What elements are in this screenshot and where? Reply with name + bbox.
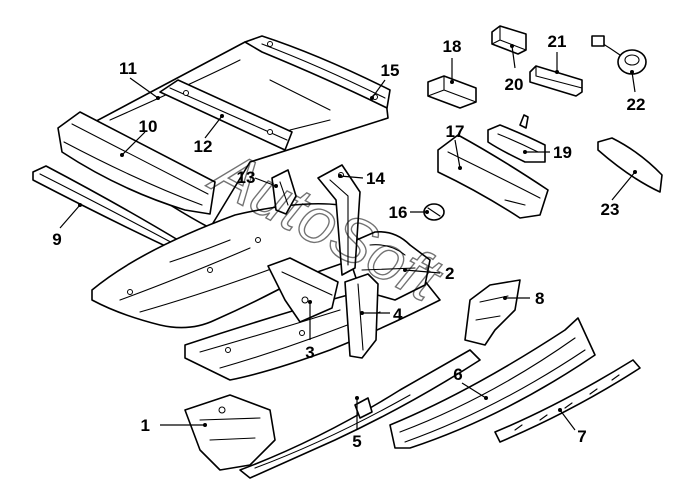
callout-17: 17 [446, 122, 465, 141]
trim-panel [597, 137, 663, 193]
callout-8: 8 [535, 289, 544, 308]
sill-reinforcement [494, 359, 641, 443]
callout-12: 12 [194, 137, 213, 156]
callout-5: 5 [352, 432, 361, 451]
callout-21: 21 [548, 32, 567, 51]
roof-front-bow [244, 35, 391, 109]
connector-block [491, 25, 527, 55]
callout-10: 10 [139, 117, 158, 136]
callout-16: 16 [389, 203, 408, 222]
callout-3: 3 [305, 343, 314, 362]
callout-1: 1 [141, 416, 150, 435]
pillar-bracket [271, 169, 297, 215]
callout-15: 15 [381, 61, 400, 80]
rocker-panel-outer [389, 317, 596, 449]
rear-roof-reinforcement [57, 111, 216, 215]
callout-23: 23 [601, 200, 620, 219]
callout-4: 4 [393, 305, 403, 324]
callout-11: 11 [119, 59, 137, 78]
callout-2: 2 [445, 264, 454, 283]
callout-labels: 1 2 3 4 5 6 7 8 9 10 11 12 13 14 15 16 1… [52, 32, 645, 451]
clip-fastener [423, 203, 445, 221]
callout-22: 22 [627, 95, 646, 114]
speaker-sensor [591, 35, 647, 75]
callout-7: 7 [577, 427, 586, 446]
front-floor-side [184, 394, 276, 471]
callout-20: 20 [505, 75, 524, 94]
switch-module [529, 65, 583, 97]
rear-quarter-inner [464, 279, 521, 346]
control-module [427, 75, 477, 109]
dome-light [487, 114, 546, 163]
roof-bow-rear [159, 79, 293, 151]
callout-9: 9 [52, 230, 61, 249]
callout-6: 6 [453, 365, 462, 384]
callout-14: 14 [366, 169, 385, 188]
callout-19: 19 [553, 143, 572, 162]
callout-18: 18 [443, 37, 462, 56]
leader-lines [59, 44, 637, 431]
seat-crossmember [267, 257, 339, 323]
floor-side-member [239, 349, 481, 479]
callout-13: 13 [237, 168, 256, 187]
b-pillar-reinforcement [344, 273, 379, 359]
